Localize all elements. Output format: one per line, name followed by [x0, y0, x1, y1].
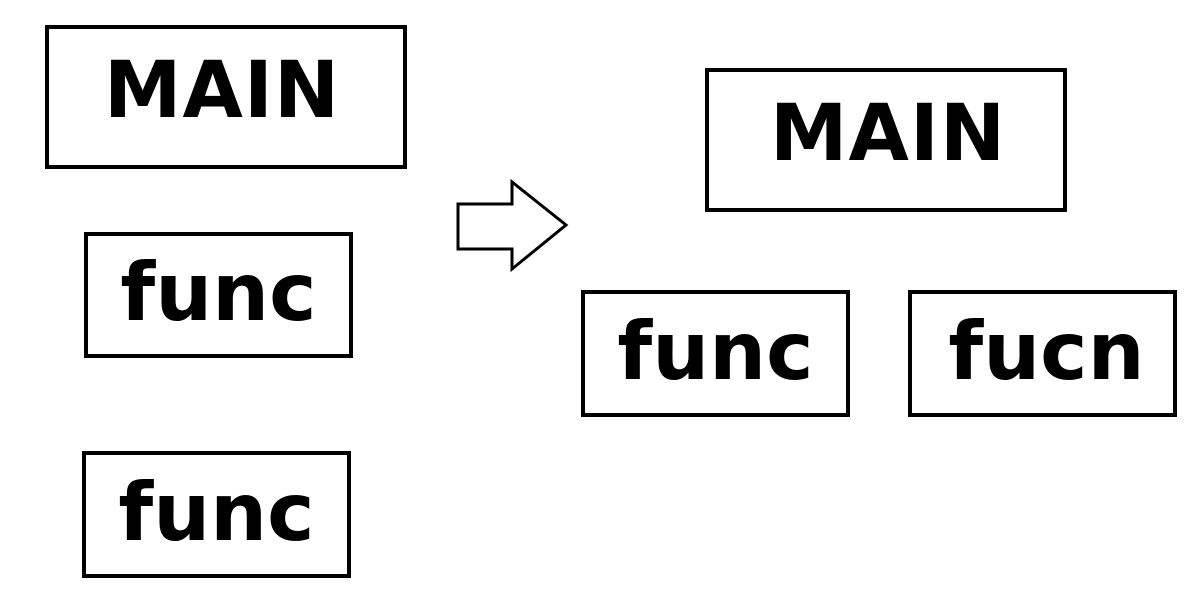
before-main-box: MAIN — [45, 25, 407, 169]
after-func-label-1: func — [617, 304, 814, 398]
after-func-box-2: fucn — [908, 290, 1177, 417]
before-main-label: MAIN — [103, 46, 341, 136]
before-func-box-2: func — [82, 451, 351, 578]
after-func-box-1: func — [581, 290, 850, 417]
before-func-label-1: func — [120, 246, 317, 339]
after-main-label: MAIN — [769, 89, 1007, 179]
after-func-label-2: fucn — [948, 304, 1145, 398]
right-arrow-outline-icon — [456, 178, 569, 273]
before-func-box-1: func — [84, 232, 353, 358]
before-func-label-2: func — [118, 465, 315, 559]
after-main-box: MAIN — [705, 68, 1067, 212]
